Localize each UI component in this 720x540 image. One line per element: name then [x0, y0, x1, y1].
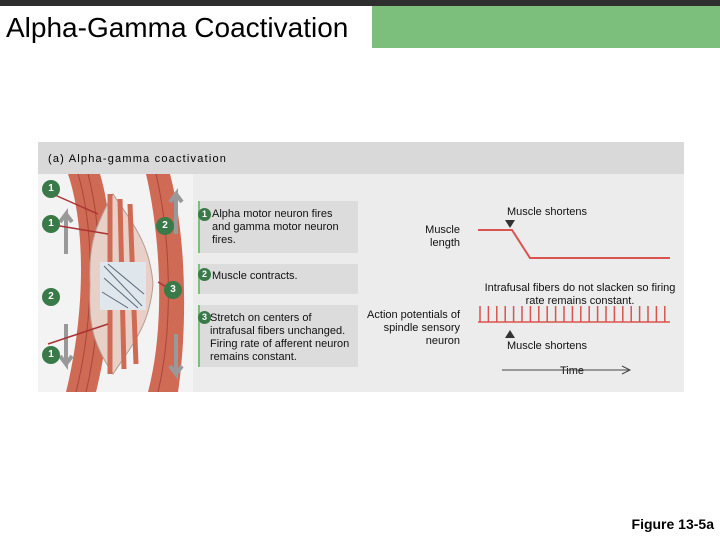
figure-caption: Figure 13-5a	[631, 516, 714, 532]
muscle-shortens-marker-top	[505, 220, 515, 228]
graph-traces	[478, 220, 670, 375]
arrow-up-right	[168, 188, 184, 234]
arrow-up-left	[58, 208, 74, 254]
step-number-1: 1	[198, 208, 211, 221]
step-box-3	[198, 305, 358, 367]
badge-1-alpha: 1	[42, 215, 60, 233]
arrow-down-right	[168, 334, 184, 380]
step-number-3: 3	[198, 311, 211, 324]
step-text-3: Stretch on centers of intrafusal fibers …	[210, 312, 350, 363]
muscle-length-trace	[478, 229, 670, 259]
time-label: Time	[560, 365, 585, 377]
step-text-1: Alpha motor neuron fires and gamma motor…	[212, 208, 339, 246]
muscle-length-label: Muscle length	[425, 224, 460, 249]
step-number-2: 2	[198, 268, 211, 281]
step-box-1	[198, 201, 358, 253]
badge-1-top: 1	[42, 180, 60, 198]
intrafusal-note: Intrafusal fibers do not slacken so firi…	[484, 282, 676, 307]
muscle-shortens-top-label: Muscle shortens	[506, 206, 588, 218]
slide-title: Alpha-Gamma Coactivation	[6, 12, 349, 43]
title-bar: Alpha-Gamma Coactivation	[0, 0, 720, 48]
figure-header: (a) Alpha-gamma coactivation	[38, 142, 684, 174]
panel-label: (a) Alpha-gamma coactivation	[48, 153, 228, 165]
badge-2-left: 2	[42, 288, 60, 306]
title-box: Alpha-Gamma Coactivation	[0, 6, 372, 48]
time-arrow	[502, 365, 632, 375]
muscle-shortens-bottom-label: Muscle shortens	[506, 340, 588, 352]
action-potential-spikes	[478, 306, 670, 323]
badge-1-bottom: 1	[42, 346, 60, 364]
muscle-shortens-marker-bottom	[505, 330, 515, 338]
badge-2-right: 2	[156, 217, 174, 235]
badge-3-right: 3	[164, 281, 182, 299]
action-potentials-label: Action potentials of spindle sensory neu…	[367, 309, 460, 347]
step-text-2: Muscle contracts.	[212, 270, 298, 282]
